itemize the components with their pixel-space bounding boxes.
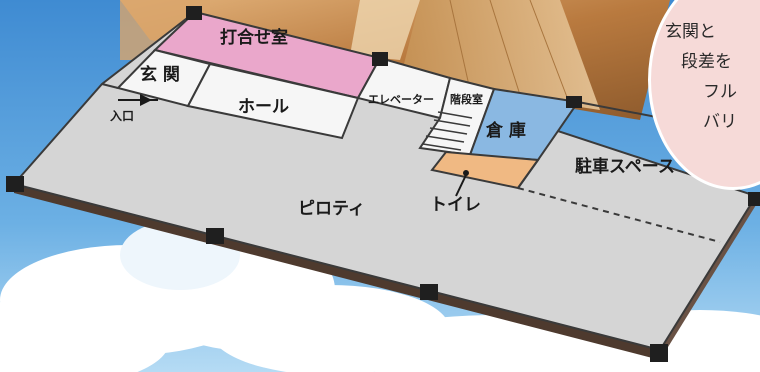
stairs-room (418, 76, 496, 157)
parking-divider (517, 187, 721, 243)
entrance-arrow (118, 94, 158, 106)
platform-front-edge (14, 184, 660, 360)
hall-room (186, 62, 360, 140)
callout-line-2: 段差を (681, 52, 732, 72)
parking-label: 駐車スペース (575, 156, 675, 177)
piloti-label: ピロティ (298, 199, 365, 219)
callout-line-1: 玄関と (665, 22, 716, 42)
elevator-label: エレベーター (368, 93, 434, 106)
entrance-label: 玄 関 (140, 64, 180, 85)
callout-line-4: バリ (703, 112, 737, 132)
stair-steps (422, 111, 473, 151)
platform-side-edge (660, 196, 756, 360)
entry-mark-label: 入口 (110, 109, 134, 123)
pillars (6, 6, 760, 362)
storage-label: 倉 庫 (485, 120, 526, 141)
callout-line-3: フル (703, 82, 737, 102)
meeting-room-label: 打合せ室 (220, 27, 288, 48)
toilet-label: トイレ (430, 195, 481, 215)
hall-label: ホール (238, 97, 289, 117)
stairs-label: 階段室 (450, 92, 483, 106)
toilet-pointer (455, 174, 467, 197)
